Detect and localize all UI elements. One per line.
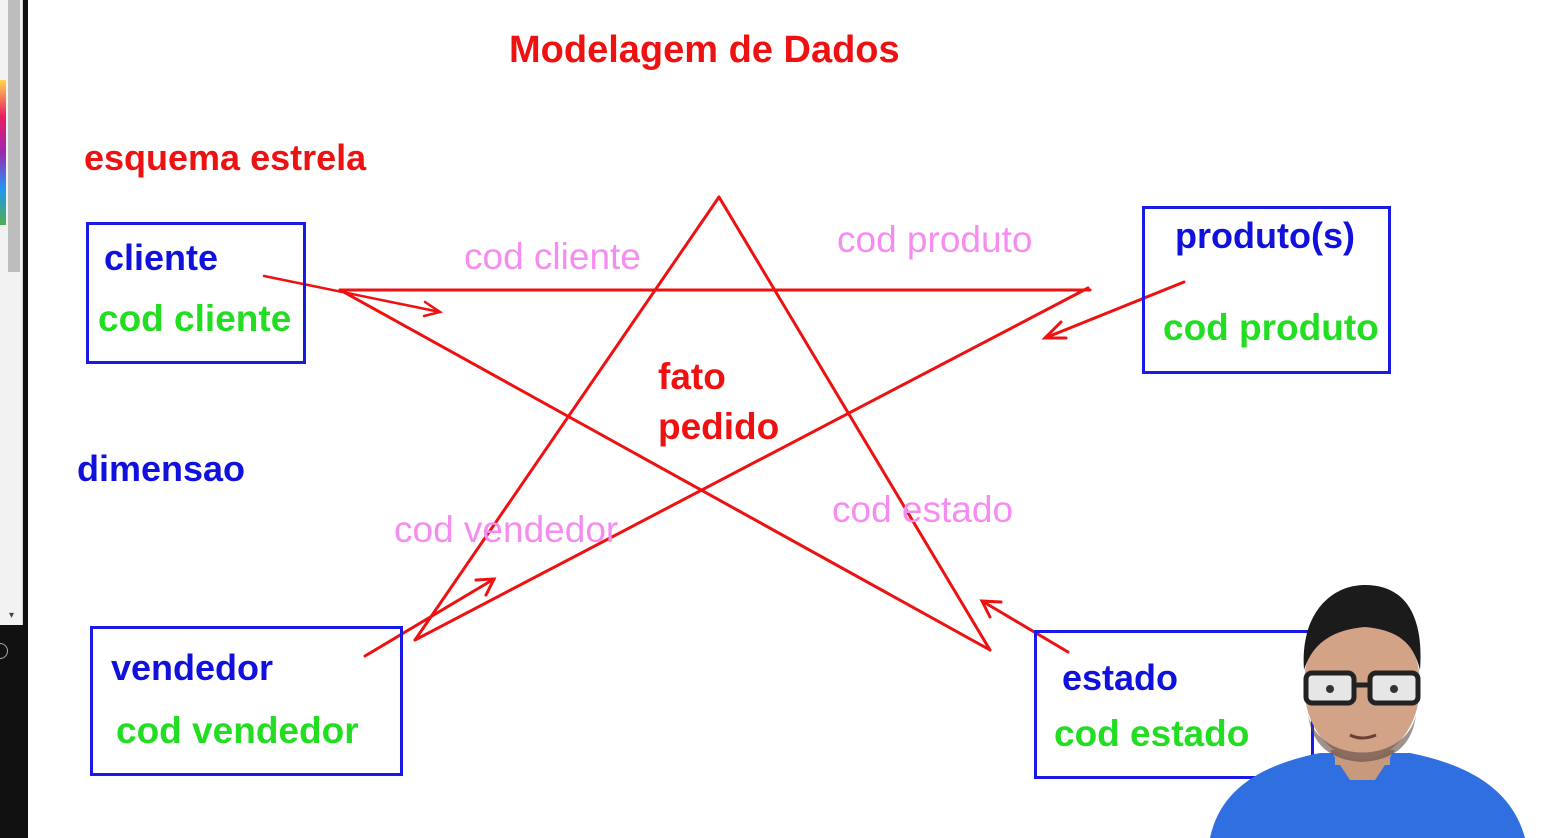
- dimension-name-produto: produto(s): [1175, 215, 1355, 256]
- link-label-vendedor: cod vendedor: [394, 509, 619, 550]
- arrow-produto-head: [1041, 320, 1068, 340]
- arrow-cliente: [262, 274, 442, 314]
- dimension-box-vendedor: [90, 626, 403, 776]
- vertical-scrollbar[interactable]: [8, 0, 20, 272]
- scroll-down-icon[interactable]: ▾: [9, 610, 15, 621]
- dimension-key-cliente: cod cliente: [98, 298, 292, 339]
- fact-label-line2: pedido: [658, 406, 780, 447]
- arrow-produto: [1043, 280, 1186, 340]
- color-palette[interactable]: [0, 80, 6, 225]
- dimension-box-cliente: [86, 222, 306, 364]
- diagram-subtitle: esquema estrela: [84, 137, 367, 178]
- arrow-estado: [980, 599, 1070, 654]
- star-line-apex-right: [717, 195, 992, 652]
- dimension-label: dimensao: [77, 448, 246, 489]
- link-label-cliente: cod cliente: [464, 236, 641, 277]
- page-title: Modelagem de Dados: [509, 29, 900, 71]
- star-line-left-down: [338, 288, 992, 652]
- dimension-key-vendedor: cod vendedor: [116, 710, 359, 751]
- link-label-estado: cod estado: [832, 489, 1014, 530]
- arrow-cliente-head: [422, 300, 444, 318]
- dimension-name-cliente: cliente: [104, 237, 219, 278]
- dimension-name-estado: estado: [1062, 657, 1179, 698]
- webcam-presenter: [1210, 585, 1525, 838]
- star-line-bottom-left: [413, 286, 1090, 642]
- dimension-key-estado: cod estado: [1054, 713, 1250, 754]
- fact-label-line1: fato: [658, 356, 726, 397]
- arrow-vendedor-head: [474, 577, 497, 597]
- dimension-name-vendedor: vendedor: [111, 647, 274, 688]
- arrow-vendedor: [363, 577, 496, 658]
- star-line-apex-left: [413, 195, 721, 642]
- dimension-key-produto: cod produto: [1163, 307, 1379, 348]
- link-label-produto: cod produto: [837, 219, 1033, 260]
- dimension-box-produto: [1142, 206, 1391, 374]
- arrow-estado-head: [979, 599, 1003, 619]
